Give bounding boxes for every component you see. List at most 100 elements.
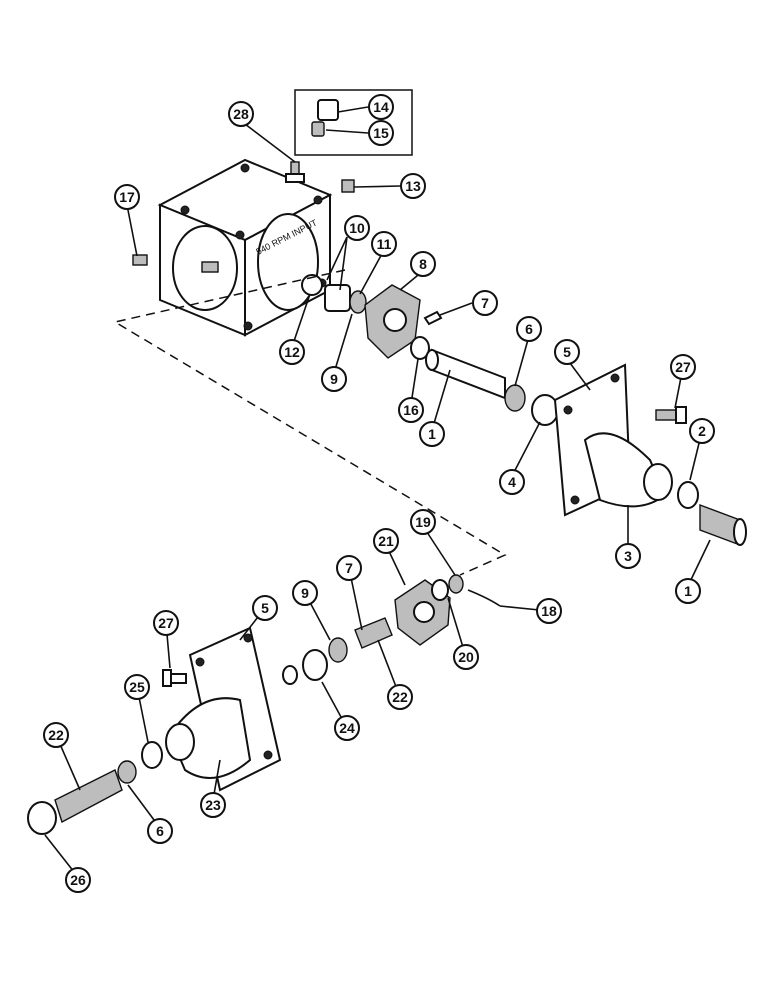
bearing-cup-10 <box>324 284 351 312</box>
svg-text:24: 24 <box>339 720 355 736</box>
svg-text:2: 2 <box>698 423 706 439</box>
svg-text:18: 18 <box>541 603 557 619</box>
svg-text:23: 23 <box>205 797 221 813</box>
callout-6: 6 <box>147 818 173 844</box>
callout-15: 15 <box>368 120 394 146</box>
callout-13: 13 <box>400 173 426 199</box>
svg-text:6: 6 <box>525 321 533 337</box>
svg-text:22: 22 <box>392 689 408 705</box>
washer-20 <box>431 579 449 601</box>
callout-12: 12 <box>279 339 305 365</box>
svg-text:5: 5 <box>261 600 269 616</box>
bearing-cup-24 <box>302 649 328 681</box>
callout-9: 9 <box>292 580 318 606</box>
svg-text:1: 1 <box>684 583 692 599</box>
bearing-housing-5-lower <box>165 626 282 792</box>
svg-text:3: 3 <box>624 548 632 564</box>
callout-10: 10 <box>344 215 370 241</box>
grease-fitting <box>285 161 305 183</box>
callout-25: 25 <box>124 674 150 700</box>
callout-5: 5 <box>252 595 278 621</box>
callout-24: 24 <box>334 715 360 741</box>
svg-text:17: 17 <box>119 189 135 205</box>
callout-7: 7 <box>336 555 362 581</box>
shaft-1-upper <box>425 348 506 400</box>
callout-7: 7 <box>472 290 498 316</box>
spacer <box>282 665 298 685</box>
bearing-cone-6-upper <box>504 384 526 412</box>
svg-text:9: 9 <box>301 585 309 601</box>
callout-6: 6 <box>516 316 542 342</box>
callout-18: 18 <box>536 598 562 624</box>
svg-text:20: 20 <box>458 649 474 665</box>
washer-16 <box>410 336 430 360</box>
svg-text:13: 13 <box>405 178 421 194</box>
bolt-27-lower <box>162 669 187 687</box>
callout-23: 23 <box>200 792 226 818</box>
callout-5: 5 <box>554 339 580 365</box>
callout-20: 20 <box>453 644 479 670</box>
seal-26 <box>27 801 57 835</box>
callout-4: 4 <box>499 469 525 495</box>
splined-shaft-1-lower <box>699 503 747 547</box>
bearing-cone-9-lower <box>328 637 348 663</box>
callout-27: 27 <box>153 610 179 636</box>
svg-text:15: 15 <box>373 125 389 141</box>
callout-8: 8 <box>410 251 436 277</box>
bearing-cone-6-lower <box>117 760 137 784</box>
splined-shaft-22 <box>54 769 123 824</box>
bevel-gear-8 <box>364 284 421 359</box>
svg-text:26: 26 <box>70 872 86 888</box>
inset-box <box>294 89 413 156</box>
callout-19: 19 <box>410 509 436 535</box>
breather-cap <box>311 99 339 137</box>
plug-13 <box>341 179 355 193</box>
svg-text:22: 22 <box>48 727 64 743</box>
plug-17 <box>132 254 148 266</box>
svg-text:1: 1 <box>428 426 436 442</box>
callout-27: 27 <box>670 354 696 380</box>
bearing-cone-11 <box>349 290 367 314</box>
callout-1: 1 <box>675 578 701 604</box>
svg-text:28: 28 <box>233 106 249 122</box>
svg-text:7: 7 <box>345 560 353 576</box>
svg-text:21: 21 <box>378 533 394 549</box>
bearing-housing-5-upper <box>553 363 673 517</box>
callout-16: 16 <box>398 397 424 423</box>
shaft-22-short <box>354 617 393 649</box>
key-7-upper <box>423 310 443 326</box>
svg-text:5: 5 <box>563 344 571 360</box>
svg-text:7: 7 <box>481 295 489 311</box>
callout-21: 21 <box>373 528 399 554</box>
svg-text:12: 12 <box>284 344 300 360</box>
callout-3: 3 <box>615 543 641 569</box>
svg-text:6: 6 <box>156 823 164 839</box>
callout-17: 17 <box>114 184 140 210</box>
svg-text:27: 27 <box>675 359 691 375</box>
callout-22: 22 <box>43 722 69 748</box>
seal-25 <box>141 741 163 769</box>
alignment-line <box>113 269 507 576</box>
svg-text:10: 10 <box>349 220 365 236</box>
svg-text:14: 14 <box>373 99 389 115</box>
svg-text:4: 4 <box>508 474 516 490</box>
callout-9: 9 <box>321 366 347 392</box>
svg-text:25: 25 <box>129 679 145 695</box>
callout-26: 26 <box>65 867 91 893</box>
svg-text:8: 8 <box>419 256 427 272</box>
callout-14: 14 <box>368 94 394 120</box>
svg-text:16: 16 <box>403 402 419 418</box>
cotter-pin-18 <box>467 589 501 607</box>
callout-11: 11 <box>371 231 397 257</box>
callout-2: 2 <box>689 418 715 444</box>
callout-1: 1 <box>419 421 445 447</box>
bolt-27-upper <box>655 406 687 424</box>
callout-28: 28 <box>228 101 254 127</box>
callout-22: 22 <box>387 684 413 710</box>
seal-12 <box>301 274 323 296</box>
svg-text:11: 11 <box>377 236 392 252</box>
svg-text:19: 19 <box>415 514 431 530</box>
nut-19 <box>448 574 464 594</box>
gearbox-housing: 540 RPM INPUT <box>157 158 333 337</box>
